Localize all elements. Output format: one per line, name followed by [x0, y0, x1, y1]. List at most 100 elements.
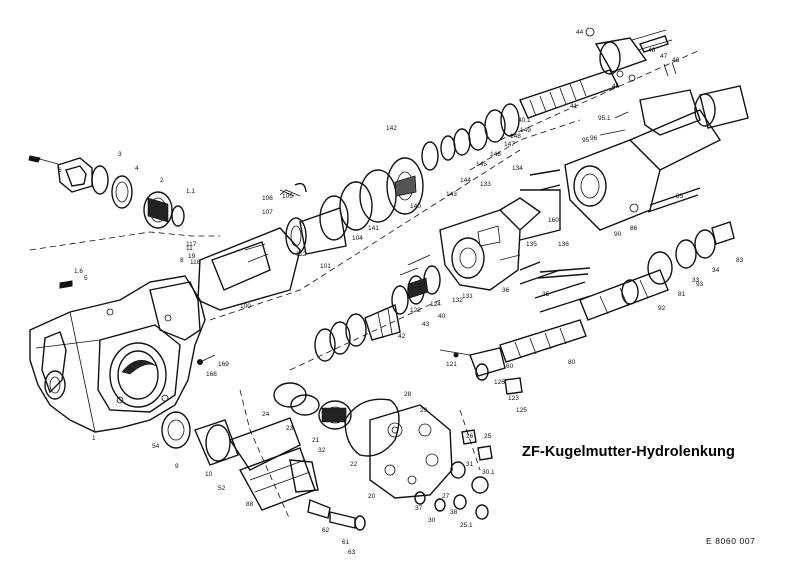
part-label-47: 47	[660, 53, 668, 60]
part-label-63: 63	[348, 549, 356, 556]
part-label-136: 136	[558, 241, 569, 248]
part-label-147: 147	[504, 141, 515, 148]
part-label-9: 9	[175, 463, 179, 470]
part-label-20: 20	[368, 493, 376, 500]
drawing-title: ZF-Kugelmutter-Hydrolenkung	[522, 444, 735, 460]
part-label-122: 122	[410, 307, 421, 314]
part-label-36: 36	[502, 287, 510, 294]
steering-gear-housing	[29, 275, 206, 433]
part-label-95-1: 95.1	[598, 115, 611, 122]
part-label-160: 160	[548, 217, 559, 224]
control-valve-block	[439, 189, 591, 291]
part-label-141: 141	[368, 225, 379, 232]
part-label-40-1: 40.1	[518, 117, 531, 124]
part-label-143: 143	[446, 191, 457, 198]
part-label-90: 90	[614, 231, 622, 238]
part-label-100: 100	[240, 303, 251, 310]
part-label-118: 118	[190, 259, 201, 266]
part-label-168: 168	[206, 371, 217, 378]
cylinder-piston-assembly	[197, 103, 521, 321]
part-label-30-1: 30.1	[482, 469, 495, 476]
part-label-26: 26	[466, 433, 474, 440]
part-label-83: 83	[736, 257, 744, 264]
part-label-31: 31	[466, 461, 474, 468]
part-label-42: 42	[398, 333, 406, 340]
part-label-93: 93	[696, 281, 704, 288]
part-label-40: 40	[438, 313, 446, 320]
part-label-28: 28	[404, 391, 412, 398]
pitman-arm-nut-group	[28, 155, 220, 289]
part-label-148: 148	[510, 133, 521, 140]
worm-shaft-assembly	[499, 27, 701, 141]
part-label-134: 134	[512, 165, 523, 172]
part-label-6: 6	[58, 167, 62, 174]
part-label-48: 48	[672, 57, 680, 64]
part-label-33: 33	[692, 277, 700, 284]
output-shaft-group	[439, 221, 735, 395]
part-label-21: 21	[312, 437, 320, 444]
part-label-22: 22	[350, 461, 358, 468]
part-label-96: 96	[590, 135, 598, 142]
part-label-125: 125	[516, 407, 527, 414]
part-label-86: 86	[630, 225, 638, 232]
part-label-4: 4	[135, 165, 139, 172]
part-label-149: 149	[520, 127, 531, 134]
part-label-34: 34	[712, 267, 720, 274]
valve-housing-cover	[469, 85, 749, 231]
part-number-labels: 11.11.6234568910111920212223242525.12627…	[58, 29, 744, 556]
part-label-124: 124	[430, 301, 441, 308]
part-label-1-1: 1.1	[186, 188, 195, 195]
part-label-85: 85	[676, 193, 684, 200]
part-label-135: 135	[526, 241, 537, 248]
part-label-61: 61	[342, 539, 350, 546]
part-label-104: 104	[352, 235, 363, 242]
part-label-105: 105	[282, 193, 293, 200]
part-label-133: 133	[480, 181, 491, 188]
part-label-41: 41	[570, 103, 578, 110]
part-label-45: 45	[612, 83, 620, 90]
part-label-107: 107	[262, 209, 273, 216]
part-label-121: 121	[446, 361, 457, 368]
part-label-126: 126	[494, 379, 505, 386]
part-label-81: 81	[678, 291, 686, 298]
part-label-43: 43	[422, 321, 430, 328]
part-label-11: 11	[186, 245, 193, 252]
part-label-169: 169	[218, 361, 229, 368]
part-label-27: 27	[442, 493, 450, 500]
part-label-142: 142	[386, 125, 397, 132]
part-label-10: 10	[205, 471, 213, 478]
part-label-30: 30	[428, 517, 436, 524]
part-label-35: 35	[542, 291, 550, 298]
seal-rings-row	[289, 265, 441, 371]
part-label-44: 44	[576, 29, 584, 36]
part-label-1-6: 1.6	[74, 268, 83, 275]
part-label-60: 60	[506, 363, 514, 370]
sector-shaft-group	[161, 189, 561, 531]
part-label-23: 23	[286, 425, 294, 432]
part-label-88: 88	[246, 501, 254, 508]
part-label-106: 106	[262, 195, 273, 202]
part-label-52: 52	[218, 485, 226, 492]
reference-code: E 8060 007	[706, 536, 756, 546]
part-label-5: 5	[84, 275, 88, 282]
part-label-131: 131	[462, 293, 473, 300]
part-label-25: 25	[484, 433, 492, 440]
part-label-132: 132	[452, 297, 463, 304]
part-label-37: 37	[415, 505, 423, 512]
part-label-80: 80	[568, 359, 576, 366]
part-label-95: 95	[582, 137, 590, 144]
part-label-3: 3	[118, 151, 122, 158]
part-label-25-1: 25.1	[460, 522, 473, 529]
part-label-146: 146	[490, 151, 501, 158]
part-label-29: 29	[420, 407, 428, 414]
part-label-24: 24	[262, 411, 270, 418]
part-label-2: 2	[160, 177, 164, 184]
part-label-123: 123	[508, 395, 519, 402]
part-label-32: 32	[318, 447, 326, 454]
part-label-140: 140	[410, 203, 421, 210]
part-label-145: 145	[476, 161, 487, 168]
part-label-92: 92	[658, 305, 666, 312]
part-label-144: 144	[460, 177, 471, 184]
part-label-1: 1	[92, 435, 96, 442]
